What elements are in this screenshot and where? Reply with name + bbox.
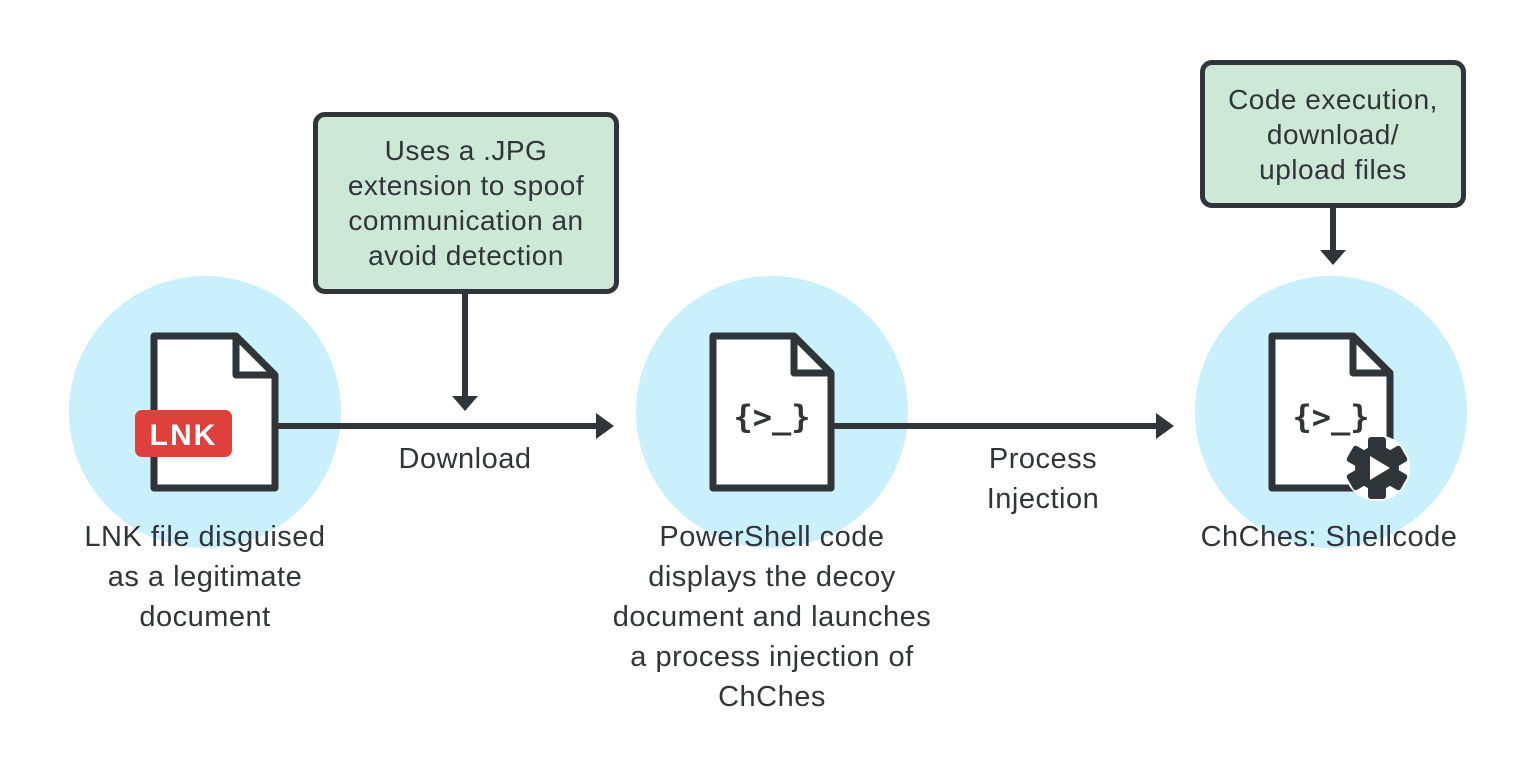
shellcode-glyph: {>_}: [1292, 398, 1369, 436]
script-file-icon: {>_}: [709, 332, 835, 492]
process-injection-label: Process Injection: [986, 443, 1100, 515]
lnk-node-caption: LNK file disguised as a legitimate docum…: [84, 521, 326, 633]
lnk-file-icon: LNK: [135, 332, 279, 492]
script-file-gear-icon: {>_}: [1268, 332, 1410, 501]
download-arrow: [276, 413, 614, 439]
jpg-spoof-callout: Uses a .JPG extension to spoof communica…: [313, 112, 619, 294]
lnk-badge: [135, 410, 232, 457]
process-injection-arrow: [833, 413, 1174, 439]
shellcode-node-caption: ChChes: Shellcode: [1200, 521, 1458, 553]
jpg-callout-arrow: [452, 292, 478, 411]
capabilities-callout: Code execution, download/ upload files: [1200, 60, 1466, 208]
lnk-badge-label: LNK: [150, 419, 218, 452]
gear-play-icon: [1344, 435, 1410, 501]
download-label: Download: [398, 443, 532, 475]
powershell-glyph: {>_}: [733, 398, 810, 436]
powershell-node-caption: PowerShell code displays the decoy docum…: [612, 521, 932, 713]
capabilities-callout-arrow: [1320, 207, 1346, 265]
